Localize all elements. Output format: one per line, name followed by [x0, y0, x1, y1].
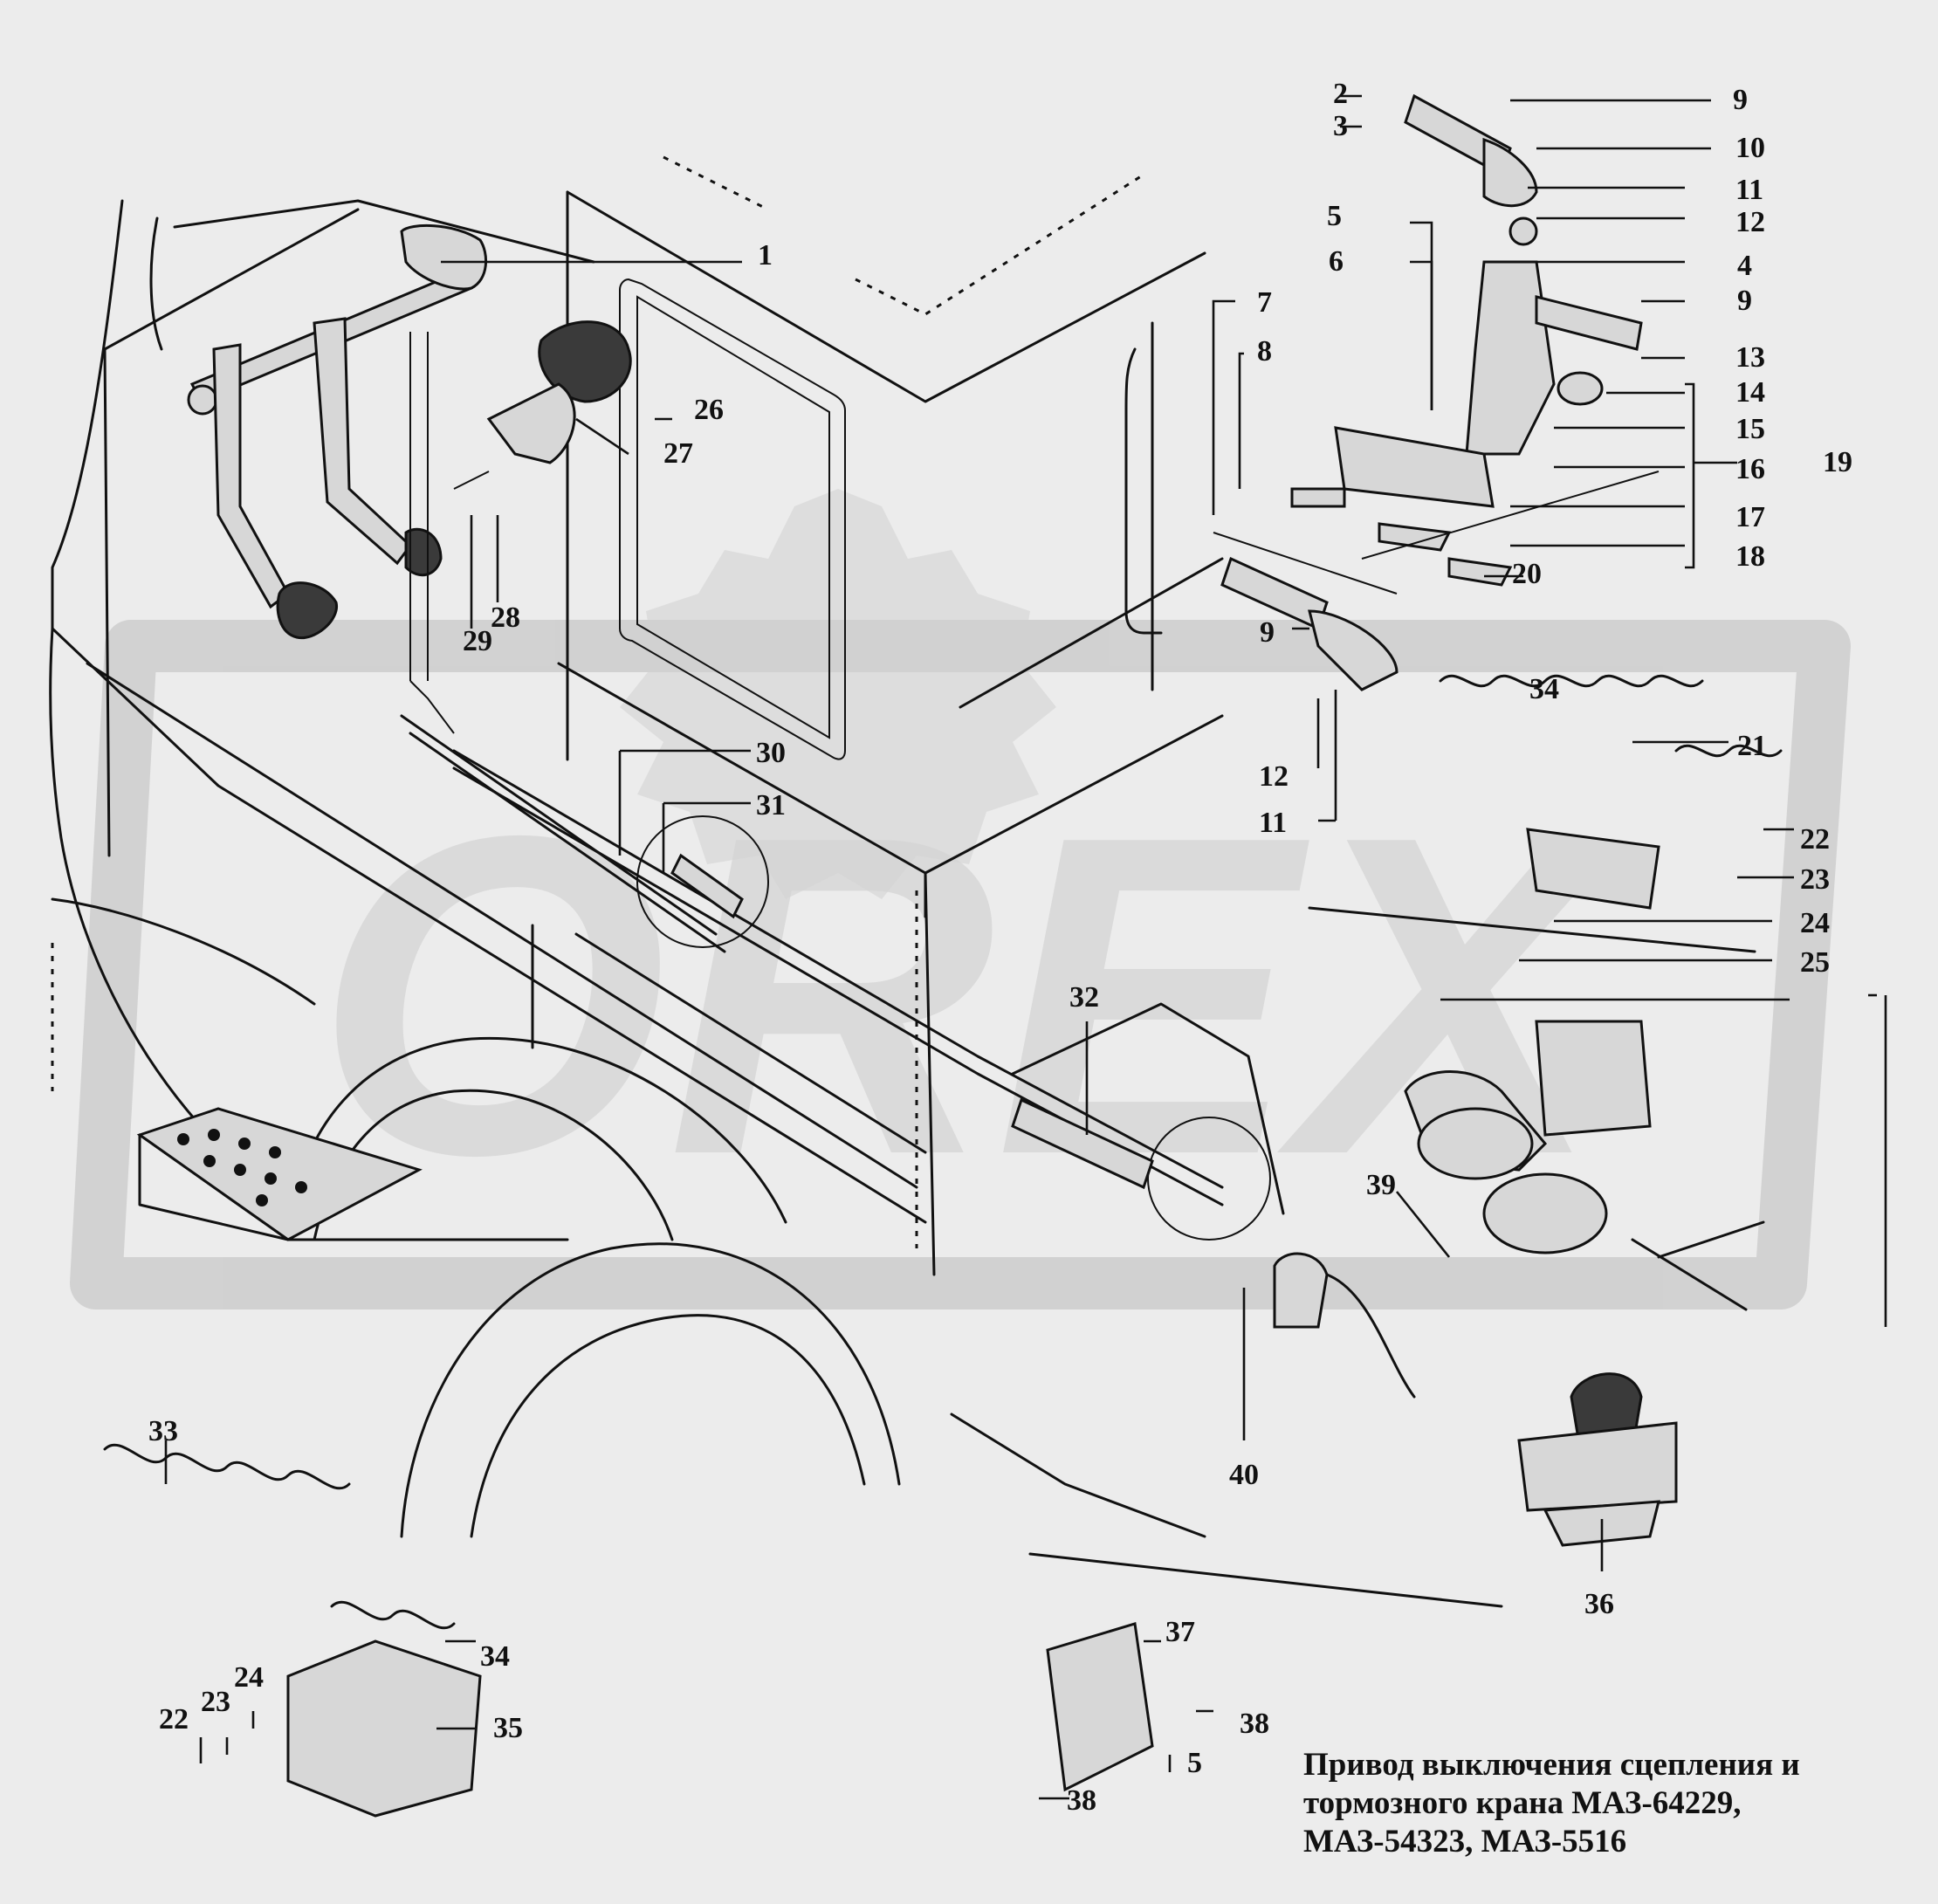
callout-16: 16	[1735, 453, 1765, 485]
pedal-assembly	[187, 224, 726, 953]
lever-exploded	[1213, 93, 1660, 691]
callout-12: 12	[1259, 760, 1289, 793]
callout-9: 9	[1733, 84, 1748, 116]
callout-4: 4	[1737, 250, 1752, 282]
callouts: 1 2 3 9 10 11 5 12 6 4 7 9 8 13 14 15 19…	[148, 78, 1852, 1817]
spring-bracket	[286, 828, 1660, 1818]
callout-38: 38	[1240, 1708, 1269, 1740]
callout-20: 20	[1512, 558, 1542, 590]
callout-6: 6	[1329, 245, 1344, 278]
callout-23: 23	[201, 1686, 230, 1718]
callout-29: 29	[463, 625, 492, 657]
bracket-plate	[453, 320, 632, 490]
callout-10: 10	[1735, 132, 1765, 164]
callout-34: 34	[1529, 673, 1559, 705]
footstep	[136, 1107, 423, 1241]
callout-9: 9	[1737, 285, 1752, 317]
callout-19: 19	[1823, 446, 1852, 478]
callout-25: 25	[1800, 946, 1830, 979]
callout-17: 17	[1735, 501, 1765, 533]
watermark-text: OREX	[314, 742, 1625, 1249]
leader-lines	[164, 94, 1887, 1800]
callout-9: 9	[1260, 616, 1275, 649]
callout-26: 26	[694, 394, 724, 426]
callout-1: 1	[758, 239, 773, 272]
callout-23: 23	[1800, 863, 1830, 896]
caption-line-1: Привод выключения сцепления и	[1303, 1747, 1800, 1783]
callout-33: 33	[148, 1415, 178, 1447]
callout-36: 36	[1584, 1588, 1614, 1620]
callout-37: 37	[1165, 1616, 1195, 1648]
callout-21: 21	[1737, 730, 1767, 762]
callout-13: 13	[1735, 341, 1765, 374]
control-rod	[452, 749, 1416, 1399]
callout-35: 35	[493, 1712, 523, 1744]
callout-30: 30	[756, 737, 786, 769]
callout-24: 24	[1800, 907, 1830, 939]
callout-5: 5	[1187, 1747, 1202, 1779]
callout-12: 12	[1735, 206, 1765, 238]
callout-15: 15	[1735, 413, 1765, 445]
callout-22: 22	[159, 1703, 189, 1736]
callout-3: 3	[1333, 110, 1348, 142]
callout-11: 11	[1735, 174, 1763, 206]
callout-8: 8	[1257, 335, 1272, 368]
callout-31: 31	[756, 789, 786, 821]
return-spring	[103, 674, 1783, 1630]
diagram-caption: Привод выключения сцепления и тормозного…	[1303, 1746, 1914, 1861]
callout-32: 32	[1069, 981, 1099, 1014]
brake-valve	[1308, 906, 1765, 1547]
callout-28: 28	[491, 601, 520, 634]
callout-14: 14	[1735, 376, 1765, 409]
callout-39: 39	[1366, 1169, 1396, 1201]
caption-line-3: МАЗ-54323, МАЗ-5516	[1303, 1824, 1627, 1859]
caption-line-2: тормозного крана МАЗ-64229,	[1303, 1785, 1742, 1821]
callout-11: 11	[1259, 807, 1287, 839]
callout-38: 38	[1067, 1784, 1096, 1817]
callout-7: 7	[1257, 286, 1272, 319]
callout-18: 18	[1735, 540, 1765, 573]
callout-34: 34	[480, 1640, 510, 1673]
callout-40: 40	[1229, 1459, 1259, 1491]
callout-24: 24	[234, 1661, 264, 1694]
callout-22: 22	[1800, 823, 1830, 856]
callout-2: 2	[1333, 78, 1348, 110]
callout-27: 27	[663, 437, 693, 470]
callout-5: 5	[1327, 200, 1342, 232]
